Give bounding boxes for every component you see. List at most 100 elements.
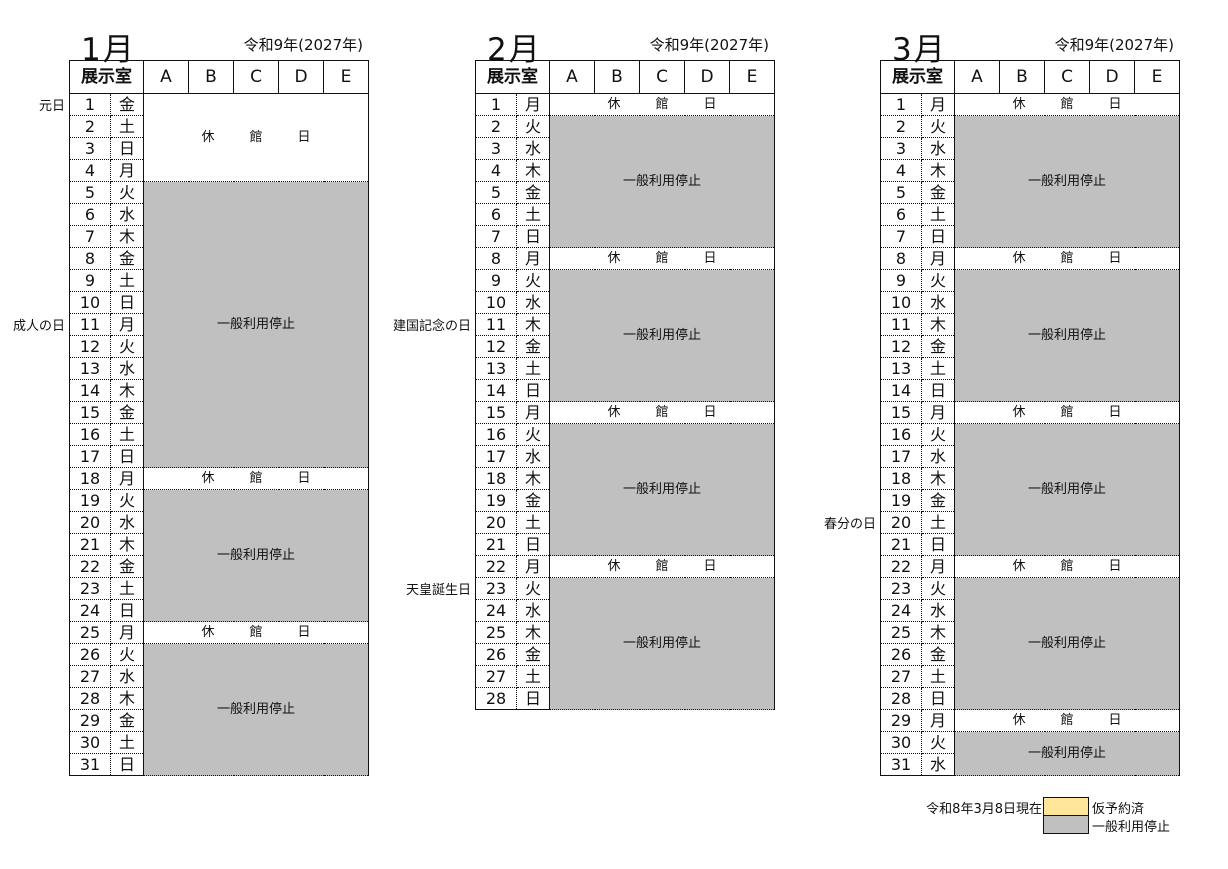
day-number: 24 — [69, 599, 111, 622]
legend: 令和8年3月8日現在 仮予約済 一般利用停止 — [880, 797, 1200, 837]
closed-label-char: 休 — [607, 559, 621, 574]
general-use-suspended-cell[interactable]: 一般利用停止 — [143, 489, 369, 622]
day-number: 5 — [69, 181, 111, 204]
weekday: 木 — [921, 621, 955, 644]
day-number: 25 — [475, 621, 517, 644]
general-use-suspended-cell[interactable]: 一般利用停止 — [954, 423, 1180, 556]
day-number: 16 — [69, 423, 111, 446]
weekday: 水 — [110, 511, 144, 534]
closed-label-char: 館 — [1060, 713, 1074, 728]
closed-day-cell[interactable]: 休館日 — [143, 621, 369, 644]
weekday: 土 — [516, 357, 550, 380]
closed-day-cell[interactable]: 休館日 — [954, 93, 1180, 116]
day-number: 2 — [69, 115, 111, 138]
day-number: 31 — [69, 753, 111, 776]
closed-label-char: 館 — [249, 471, 263, 486]
day-number: 10 — [475, 291, 517, 314]
room-column-b: B — [188, 60, 234, 94]
day-number: 29 — [880, 709, 922, 732]
closed-day-cell[interactable]: 休館日 — [954, 709, 1180, 732]
day-number: 9 — [475, 269, 517, 292]
day-number: 8 — [880, 247, 922, 270]
day-number: 15 — [475, 401, 517, 424]
closed-label-char: 休 — [1012, 251, 1026, 266]
weekday: 金 — [921, 335, 955, 358]
day-number: 27 — [69, 665, 111, 688]
day-number: 17 — [69, 445, 111, 468]
general-use-suspended-cell[interactable]: 一般利用停止 — [549, 115, 775, 248]
general-use-suspended-cell[interactable]: 一般利用停止 — [549, 269, 775, 402]
closed-day-cell[interactable]: 休館日 — [549, 247, 775, 270]
closed-day-cell[interactable]: 休館日 — [954, 247, 1180, 270]
closed-label-char: 休 — [201, 130, 215, 145]
weekday: 水 — [516, 445, 550, 468]
closed-day-cell[interactable]: 休館日 — [143, 467, 369, 490]
general-use-suspended-cell[interactable]: 一般利用停止 — [954, 731, 1180, 776]
closed-label-char: 休 — [1012, 405, 1026, 420]
weekday: 土 — [110, 577, 144, 600]
day-number: 23 — [475, 577, 517, 600]
closed-label-char: 日 — [703, 251, 717, 266]
room-column-c: C — [639, 60, 685, 94]
weekday: 月 — [921, 555, 955, 578]
day-number: 4 — [880, 159, 922, 182]
general-use-suspended-cell[interactable]: 一般利用停止 — [549, 423, 775, 556]
day-number: 24 — [880, 599, 922, 622]
day-number: 13 — [880, 357, 922, 380]
weekday: 土 — [921, 357, 955, 380]
day-number: 28 — [69, 687, 111, 710]
closed-day-cell[interactable]: 休館日 — [549, 401, 775, 424]
weekday: 日 — [921, 687, 955, 710]
closed-label-char: 日 — [703, 559, 717, 574]
general-use-suspended-cell[interactable]: 一般利用停止 — [954, 269, 1180, 402]
closed-day-cell[interactable]: 休館日 — [954, 555, 1180, 578]
general-use-suspended-cell[interactable]: 一般利用停止 — [143, 181, 369, 468]
closed-label-char: 休 — [201, 625, 215, 640]
day-number: 25 — [69, 621, 111, 644]
closed-day-cell[interactable]: 休館日 — [549, 93, 775, 116]
day-number: 1 — [880, 93, 922, 116]
weekday: 日 — [110, 137, 144, 160]
weekday: 水 — [110, 357, 144, 380]
general-use-suspended-cell[interactable]: 一般利用停止 — [954, 115, 1180, 248]
as-of-date: 令和8年3月8日現在 — [926, 802, 1042, 817]
weekday: 火 — [110, 335, 144, 358]
general-use-suspended-cell[interactable]: 一般利用停止 — [954, 577, 1180, 710]
general-use-suspended-cell[interactable]: 一般利用停止 — [549, 577, 775, 710]
closed-day-cell[interactable]: 休館日 — [954, 401, 1180, 424]
general-use-suspended-cell[interactable]: 一般利用停止 — [143, 643, 369, 776]
day-number: 10 — [69, 291, 111, 314]
weekday: 日 — [110, 445, 144, 468]
closed-label-char: 館 — [1060, 251, 1074, 266]
room-column-a: A — [549, 60, 595, 94]
room-column-e: E — [729, 60, 775, 94]
closed-day-cell[interactable]: 休館日 — [549, 555, 775, 578]
day-number: 12 — [475, 335, 517, 358]
weekday: 月 — [110, 159, 144, 182]
closed-day-cell[interactable]: 休館日 — [143, 93, 369, 182]
weekday: 金 — [921, 643, 955, 666]
day-number: 26 — [69, 643, 111, 666]
weekday: 金 — [110, 401, 144, 424]
